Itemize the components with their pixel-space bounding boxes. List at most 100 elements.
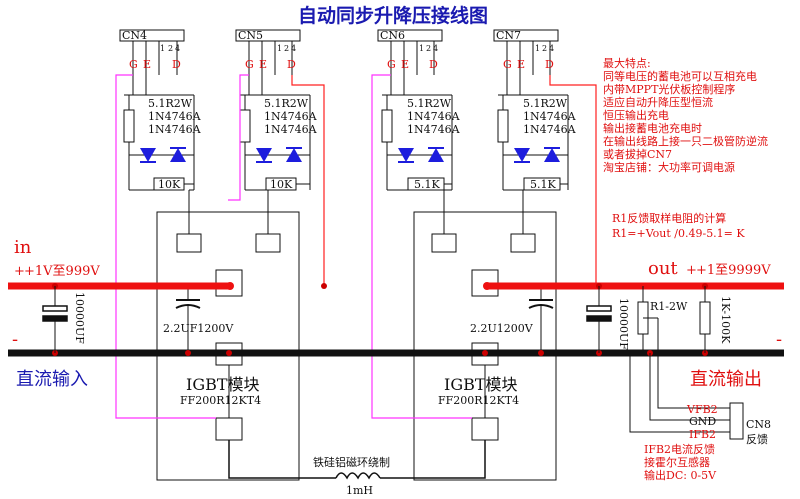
pin-number: 1 [277, 44, 282, 53]
junction-dot [538, 350, 544, 356]
gate-resistor-label: 5.1K [530, 178, 556, 191]
input-label: in [14, 237, 32, 258]
dc-link-capacitor-2 [528, 285, 554, 353]
inductor [228, 440, 486, 480]
pin-label-e: E [143, 58, 151, 71]
r2-label: 1K-100K [719, 296, 732, 344]
gate-resistor-label: 5.1K [414, 178, 440, 191]
junction-dot [226, 350, 232, 356]
input-positive-sign: + [14, 264, 25, 279]
feature-line: 或者拔掉CN7 [603, 147, 672, 161]
pin-number: 4 [549, 44, 554, 53]
output-positive-sign: + [686, 263, 697, 278]
feature-line: 恒压输出充电 [603, 108, 669, 122]
driver-resistor-label: 5.1R2W [523, 97, 568, 110]
cn8-note-line: 接霍尔互感器 [644, 456, 710, 469]
driver-block-1 [123, 75, 195, 191]
pin-label-e: E [517, 58, 525, 71]
input-capacitor [42, 286, 68, 353]
capacitor-label: 2.2UF1200V [163, 322, 234, 335]
driver-resistor-label: 5.1R2W [148, 97, 193, 110]
r1-label: R1-2W [650, 300, 688, 313]
r1-calc-heading: R1反馈取样电阻的计算 [612, 211, 726, 225]
gate-resistor-label: 10K [270, 178, 293, 191]
connector-label: CN6 [380, 29, 405, 42]
cn8-note-line: IFB2电流反馈 [644, 442, 715, 456]
gate-resistor-label: 10K [158, 178, 181, 191]
pin-label-g: G [387, 58, 396, 71]
zener-label: 1N4746A [264, 123, 318, 136]
pin-number: 4 [291, 44, 296, 53]
feature-line: 淘宝店铺：大功率可调电源 [603, 160, 735, 174]
pin-label-d: D [287, 58, 296, 71]
pin-number: 2 [426, 44, 431, 53]
zener-label: 1N4746A [407, 110, 461, 123]
r1-calculation: R1反馈取样电阻的计算 R1=+Vout /0.49-5.1= K [612, 211, 745, 240]
feature-line: 输出接蓄电池充电时 [603, 121, 702, 135]
igbt-module-2 [413, 189, 557, 481]
gate-wiring [115, 74, 472, 419]
cn8-pin-ifb2: IFB2 [689, 428, 716, 441]
pin-number: 1 [419, 44, 424, 53]
input-negative-sign: - [12, 329, 18, 350]
pin-label-g: G [245, 58, 254, 71]
pin-number: 1 [535, 44, 540, 53]
inductor-value: 1mH [346, 484, 373, 497]
output-name: 直流输出 [690, 369, 762, 390]
pin-number: 2 [542, 44, 547, 53]
connector-cn5: CN5 1 2 4 G E D [235, 29, 301, 75]
zener-label: 1N4746A [264, 110, 318, 123]
zener-label: 1N4746A [148, 123, 202, 136]
pin-label-e: E [259, 58, 267, 71]
connector-label: CN7 [496, 29, 521, 42]
feature-line: 内带MPPT光伏板控制程序 [603, 82, 735, 96]
feature-line: 在输出线路上接一只二极管防逆流 [603, 134, 768, 148]
diagram-title: 自动同步升降压接线图 [298, 4, 488, 27]
feedback-divider [637, 286, 711, 353]
zener-pair-2 [256, 147, 302, 163]
zener-label: 1N4746A [148, 110, 202, 123]
output-negative-sign: - [776, 329, 782, 350]
pin-number: 2 [284, 44, 289, 53]
output-voltage-range: +1至9999V [696, 263, 771, 278]
input-capacitor-label: 10000UF [73, 292, 86, 344]
pin-number: 2 [168, 44, 173, 53]
zener-pair-1 [140, 147, 186, 163]
driver-resistor-label: 5.1R2W [264, 97, 309, 110]
pin-number: 4 [175, 44, 180, 53]
pin-label-e: E [401, 58, 409, 71]
connector-cn7: CN7 1 2 4 G E D [493, 29, 559, 75]
pin-label-g: G [503, 58, 512, 71]
cn8-note-line: 输出DC: 0-5V [644, 468, 717, 482]
cn8-label: CN8 [746, 418, 771, 431]
cn8-connector [729, 402, 744, 440]
junction-dot [226, 282, 234, 290]
igbt-part-number: FF200R12KT4 [438, 394, 519, 407]
output-label: out [648, 258, 678, 279]
junction-dot [483, 282, 491, 290]
resistor-symbol [123, 109, 135, 143]
zener-label: 1N4746A [407, 123, 461, 136]
output-capacitor-label: 10000UF [617, 298, 630, 350]
junction-dot [482, 350, 488, 356]
r1-calc-formula: R1=+Vout /0.49-5.1= K [612, 227, 745, 240]
inductor-core-label: 铁硅铝磁环绕制 [313, 455, 390, 469]
pin-label-g: G [129, 58, 138, 71]
output-capacitor [586, 286, 612, 353]
zener-pair-3 [398, 147, 444, 163]
pin-label-d: D [545, 58, 554, 71]
pin-number: 1 [160, 44, 165, 53]
input-name: 直流输入 [16, 369, 88, 390]
capacitor-label: 2.2U1200V [470, 322, 534, 335]
driver-block-3 [381, 75, 453, 191]
connector-label: CN5 [238, 29, 263, 42]
connector-cn6: CN6 1 2 4 G E D [377, 29, 443, 75]
igbt-module-1 [156, 189, 300, 481]
cn8-pin-vfb2: VFB2 [686, 403, 718, 416]
junction-dot [185, 350, 191, 356]
input-voltage-range: +1V至999V [24, 264, 100, 279]
feature-line: 适应自动升降压型恒流 [603, 95, 713, 109]
igbt-module-label: IGBT模块 [186, 375, 260, 394]
driver-resistor-label: 5.1R2W [407, 97, 452, 110]
feature-line: 同等电压的蓄电池可以互相充电 [603, 69, 757, 83]
